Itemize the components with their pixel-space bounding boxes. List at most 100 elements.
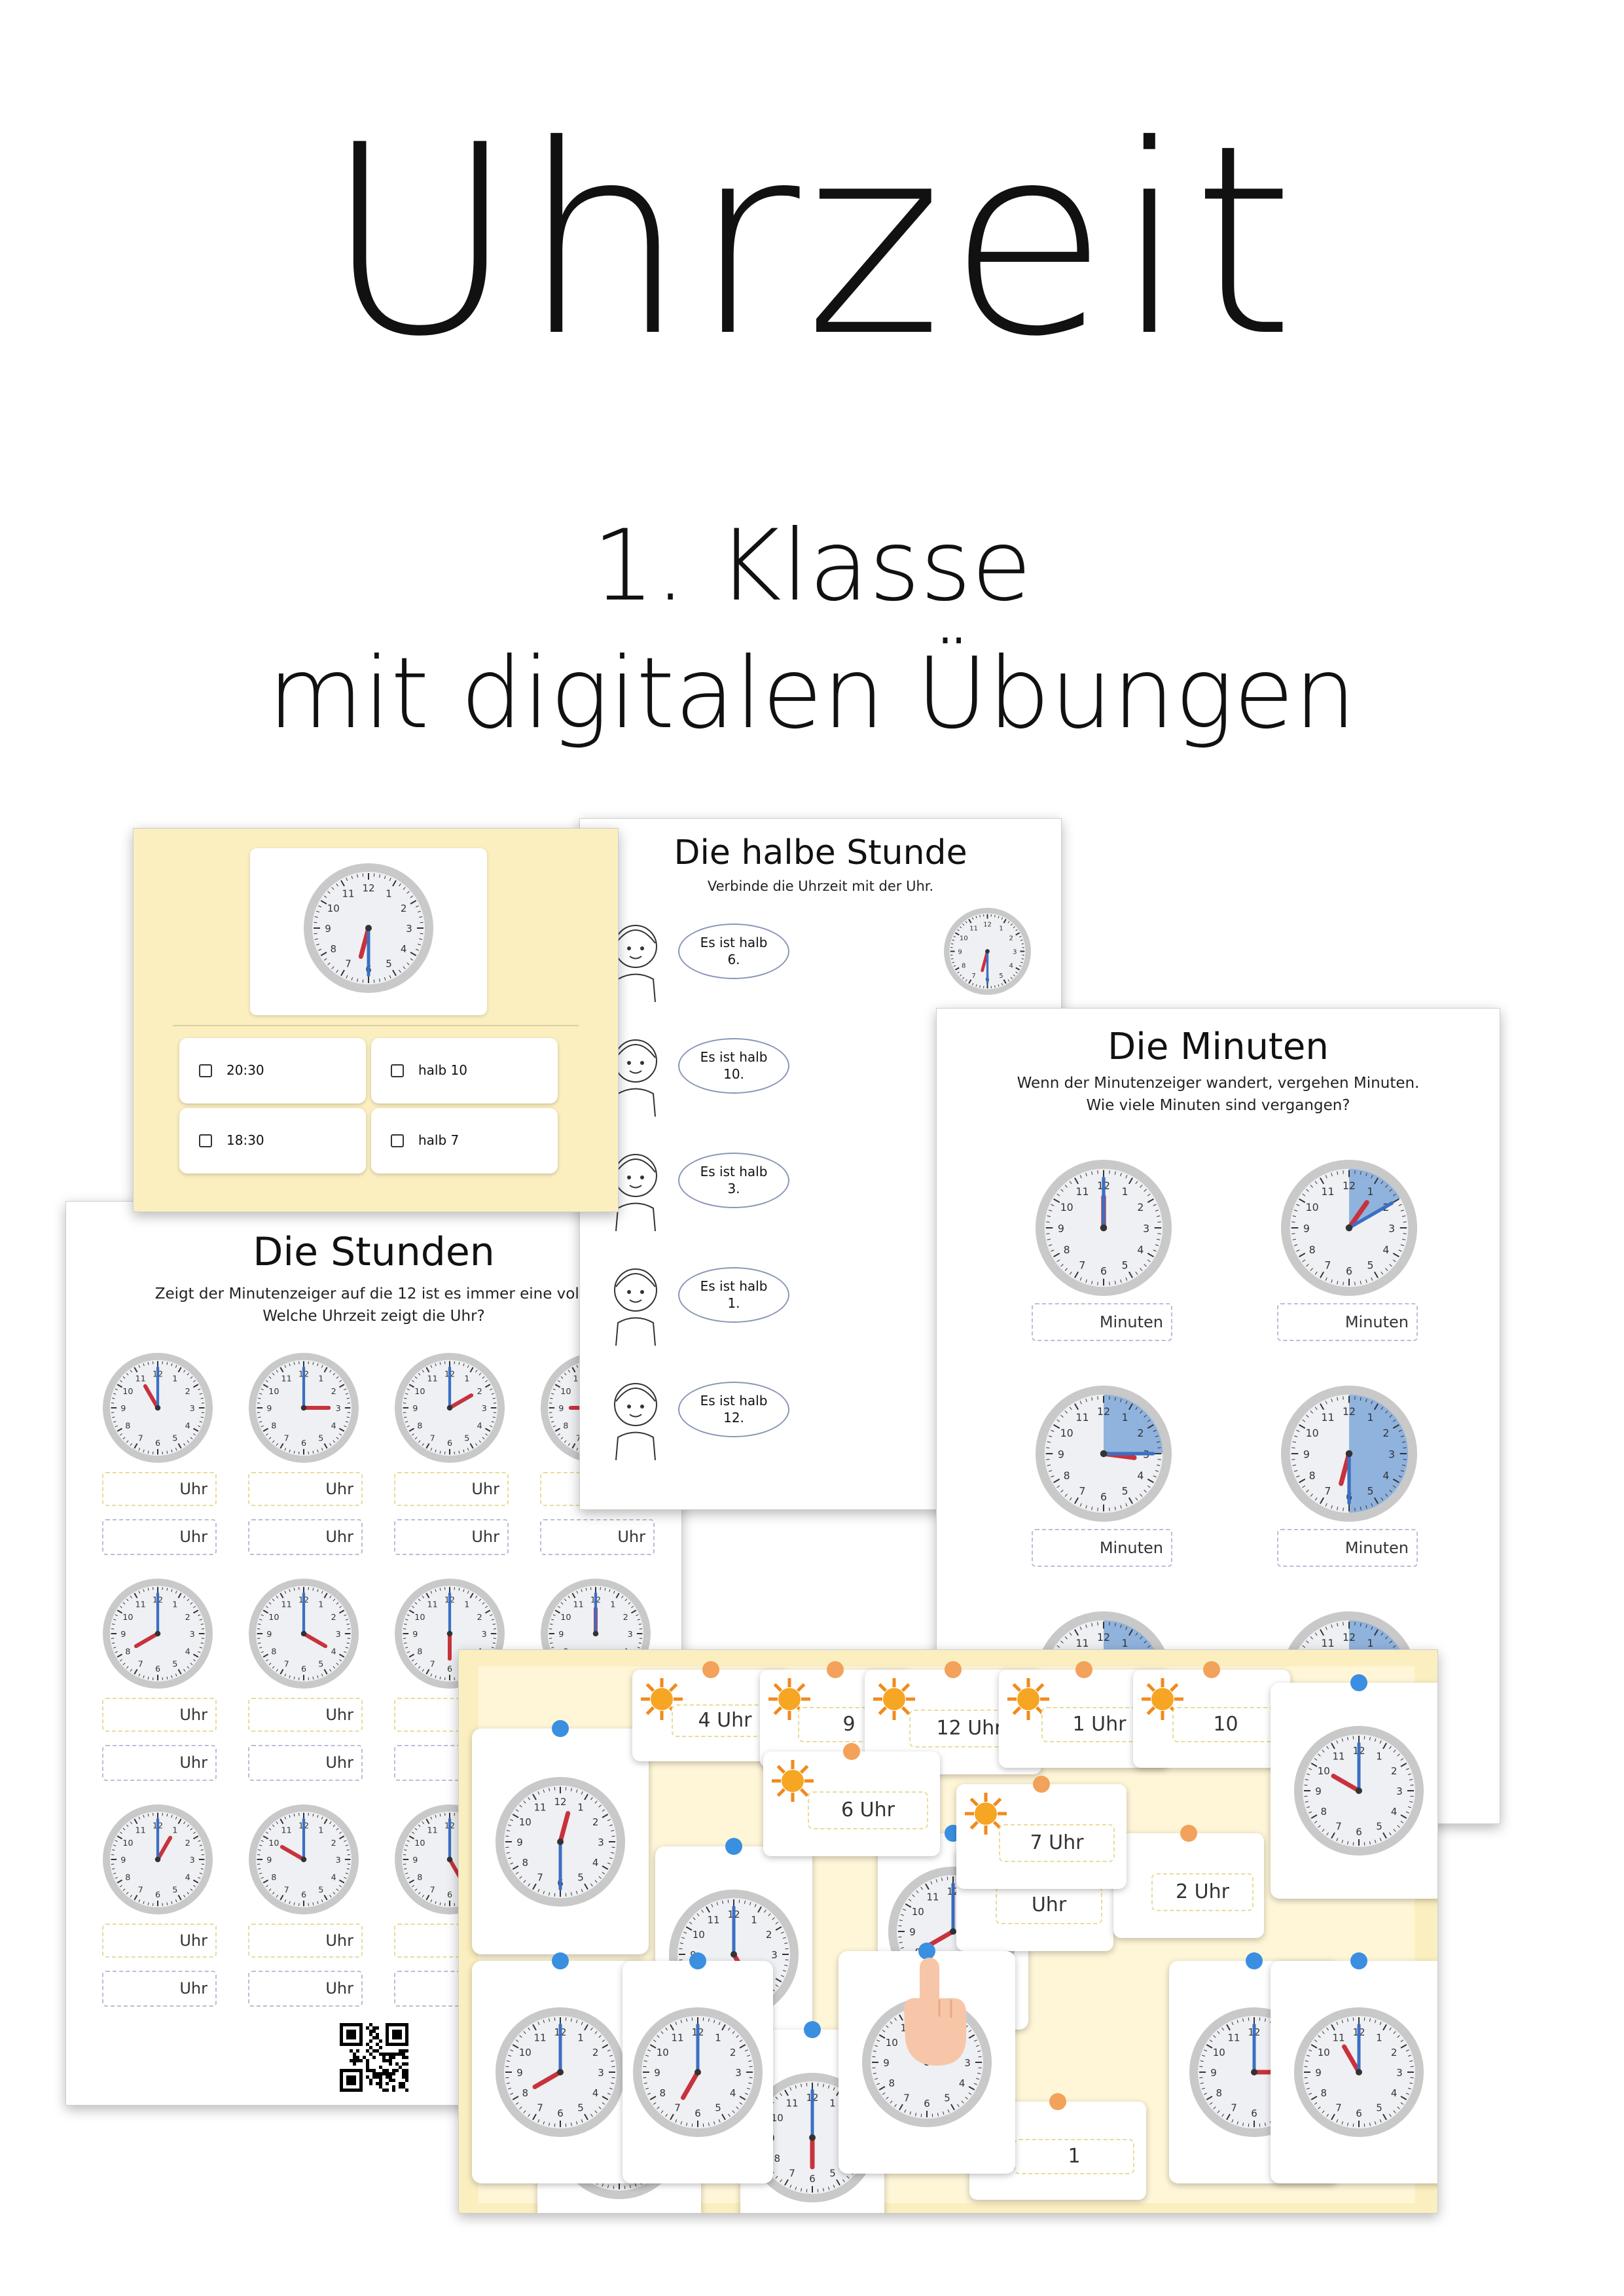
svg-text:5: 5 (172, 1660, 177, 1670)
hour-answer-field[interactable]: Uhr (102, 1698, 217, 1732)
svg-text:11: 11 (281, 1374, 292, 1384)
quiz-option-4[interactable]: halb 7 (371, 1108, 558, 1174)
svg-text:5: 5 (944, 2092, 950, 2104)
svg-text:9: 9 (266, 1630, 272, 1640)
svg-text:11: 11 (135, 1600, 146, 1609)
svg-text:1: 1 (172, 1600, 177, 1609)
svg-text:4: 4 (592, 2087, 599, 2099)
svg-text:3: 3 (482, 1404, 487, 1414)
svg-text:2: 2 (331, 1839, 336, 1848)
hour-answer-field[interactable]: Uhr (540, 1519, 655, 1555)
svg-text:1: 1 (386, 888, 392, 899)
svg-text:1: 1 (577, 2032, 584, 2043)
svg-text:5: 5 (577, 2102, 584, 2114)
minutes-answer-field[interactable]: Minuten (1032, 1303, 1172, 1341)
svg-text:5: 5 (318, 1886, 323, 1895)
svg-text:3: 3 (482, 1630, 487, 1640)
hour-answer-field[interactable]: Uhr (248, 1698, 363, 1732)
svg-text:6: 6 (447, 1439, 452, 1448)
sun-icon (639, 1676, 685, 1722)
pin-icon (1049, 2093, 1066, 2110)
hour-answer-field[interactable]: Uhr (394, 1472, 509, 1506)
hour-answer-field[interactable]: Uhr (248, 1472, 363, 1506)
hour-answer-field[interactable]: Uhr (248, 1971, 363, 2007)
quiz-option-3[interactable]: 18:30 (179, 1108, 366, 1174)
hour-answer-field[interactable]: Uhr (248, 1924, 363, 1958)
svg-text:8: 8 (331, 943, 337, 955)
quiz-option-2[interactable]: halb 10 (371, 1038, 558, 1103)
svg-text:3: 3 (1396, 1785, 1403, 1797)
hour-answer-field[interactable]: Uhr (248, 1745, 363, 1781)
svg-text:2: 2 (592, 1816, 599, 1828)
svg-text:10: 10 (268, 1387, 279, 1397)
svg-text:8: 8 (962, 962, 965, 969)
svg-text:7: 7 (1079, 1485, 1085, 1498)
svg-text:3: 3 (190, 1404, 195, 1414)
minutes-answer-field[interactable]: Minuten (1277, 1529, 1418, 1567)
svg-text:10: 10 (657, 2047, 669, 2058)
hour-answer-field[interactable]: Uhr (394, 1519, 509, 1555)
quiz-option-1[interactable]: 20:30 (179, 1038, 366, 1103)
svg-text:3: 3 (1396, 2067, 1403, 2079)
pin-icon (1350, 1952, 1367, 1969)
svg-text:10: 10 (268, 1839, 279, 1848)
svg-text:5: 5 (172, 1886, 177, 1895)
svg-text:4: 4 (1391, 2087, 1398, 2099)
halbe-instruction: Verbinde die Uhrzeit mit der Uhr. (707, 878, 934, 894)
svg-text:8: 8 (271, 1873, 276, 1882)
svg-text:2: 2 (185, 1613, 190, 1623)
svg-text:5: 5 (1122, 1485, 1128, 1498)
svg-text:2: 2 (331, 1387, 336, 1397)
svg-text:7: 7 (345, 958, 352, 970)
svg-text:11: 11 (785, 2097, 798, 2109)
checkbox-icon (199, 1064, 212, 1077)
time-label: 6 Uhr (808, 1791, 928, 1829)
hour-answer-field[interactable]: Uhr (102, 1924, 217, 1958)
time-card[interactable]: 7 Uhr (956, 1784, 1127, 1889)
svg-text:7: 7 (430, 1434, 435, 1444)
time-card[interactable]: 6 Uhr (763, 1751, 940, 1856)
svg-text:11: 11 (926, 1891, 939, 1903)
svg-text:4: 4 (1391, 1806, 1398, 1818)
svg-text:11: 11 (427, 1374, 438, 1384)
svg-text:10: 10 (519, 1816, 532, 1828)
svg-text:1: 1 (1367, 1637, 1374, 1649)
svg-text:1: 1 (1122, 1411, 1128, 1424)
hour-answer-field[interactable]: Uhr (248, 1519, 363, 1555)
svg-text:7: 7 (1335, 2102, 1342, 2114)
hour-answer-field[interactable]: Uhr (102, 1472, 217, 1506)
time-card[interactable]: 2 Uhr (1113, 1833, 1264, 1938)
svg-text:9: 9 (266, 1856, 272, 1865)
svg-text:8: 8 (774, 2153, 781, 2164)
hour-answer-field[interactable]: Uhr (102, 1745, 217, 1781)
hour-answer-field[interactable]: Uhr (102, 1971, 217, 2007)
svg-text:8: 8 (1321, 2087, 1327, 2099)
svg-text:10: 10 (519, 2047, 532, 2058)
hour-answer-field[interactable]: Uhr (102, 1519, 217, 1555)
svg-text:2: 2 (1137, 1201, 1144, 1213)
svg-text:5: 5 (318, 1434, 323, 1444)
svg-text:4: 4 (185, 1873, 190, 1882)
svg-text:3: 3 (1013, 949, 1017, 956)
svg-text:2: 2 (331, 1613, 336, 1623)
svg-text:6: 6 (924, 2098, 930, 2109)
minutes-answer-field[interactable]: Minuten (1032, 1529, 1172, 1567)
svg-text:8: 8 (1064, 1244, 1070, 1256)
minutes-answer-field[interactable]: Minuten (1277, 1303, 1418, 1341)
svg-text:3: 3 (1388, 1222, 1395, 1234)
time-card[interactable]: 10 (1133, 1670, 1290, 1768)
svg-text:6: 6 (557, 2108, 564, 2119)
svg-text:1: 1 (999, 925, 1003, 932)
